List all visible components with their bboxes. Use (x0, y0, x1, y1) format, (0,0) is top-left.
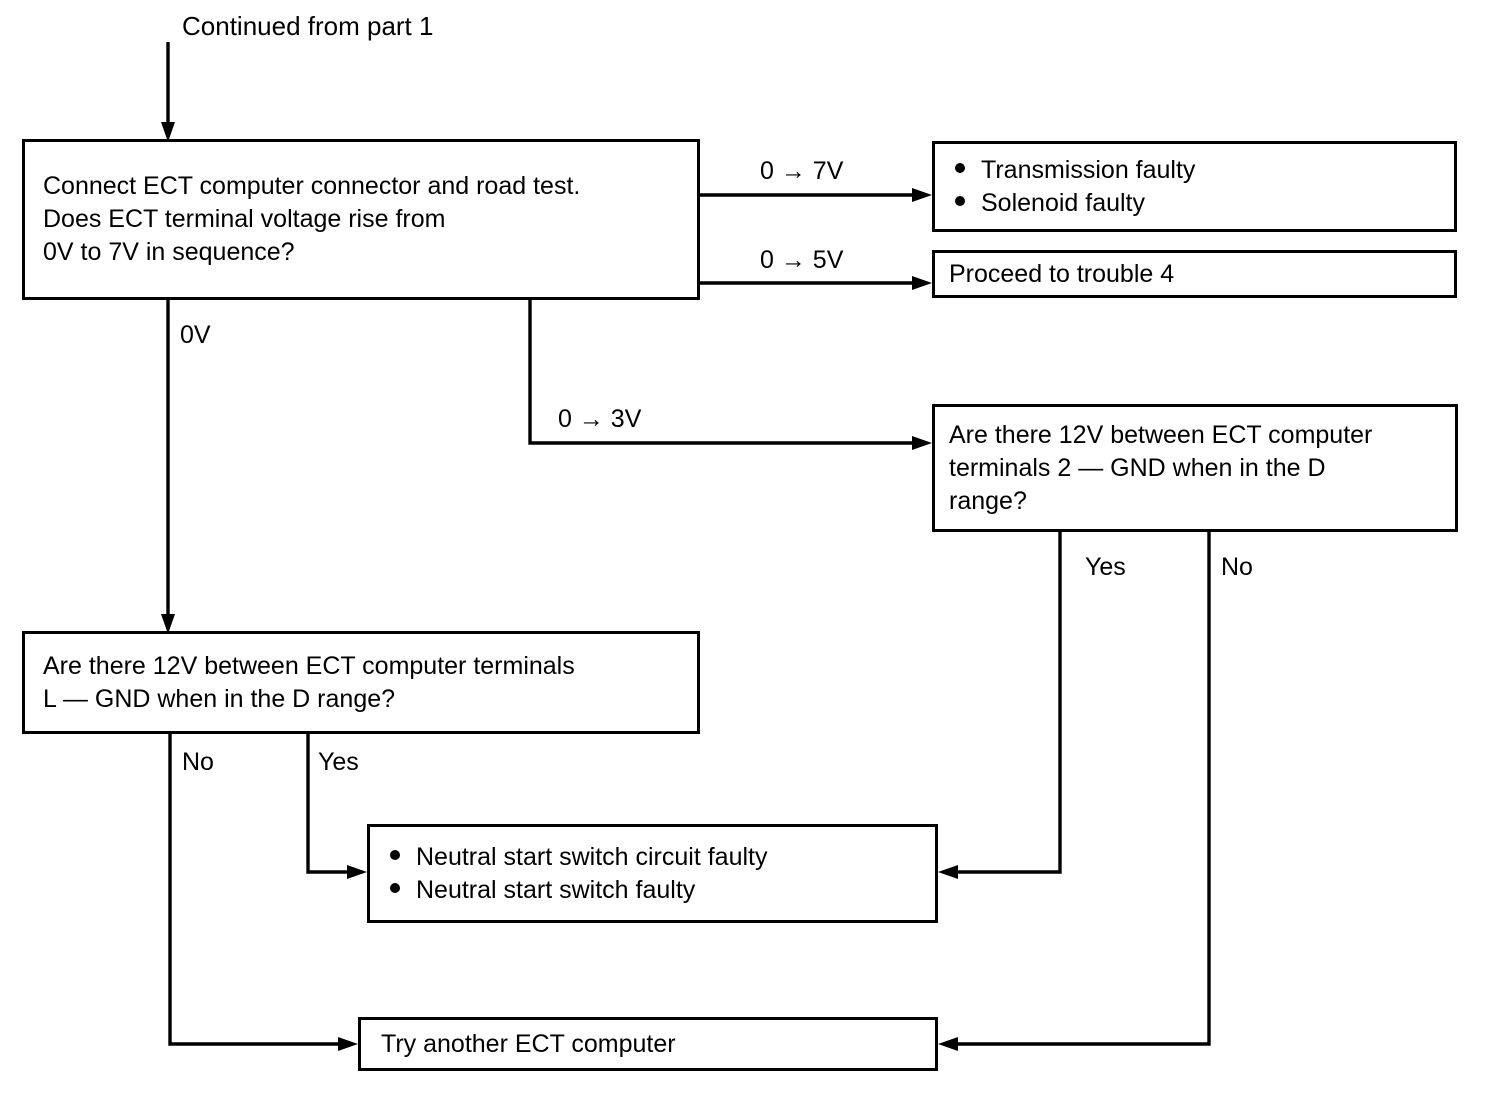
edge-label-tl-no: No (182, 748, 214, 776)
node-result-try-another-computer[interactable]: Try another ECT computer (358, 1017, 938, 1071)
node-line: L — GND when in the D range? (43, 684, 396, 713)
edge-label-0v: 0V (180, 321, 211, 349)
node-line: Are there 12V between ECT computer termi… (43, 651, 575, 680)
node-line: Connect ECT computer connector and road … (43, 172, 581, 200)
edge-label-continued: Continued from part 1 (182, 11, 434, 41)
node-line: Proceed to trouble 4 (949, 259, 1175, 288)
node-line: 0V to 7V in sequence? (43, 238, 295, 266)
bullet-icon (955, 195, 965, 206)
bullet-icon (955, 162, 965, 173)
node-line: range? (949, 486, 1027, 515)
node-question-road-test[interactable]: Connect ECT computer connector and road … (22, 139, 700, 300)
bullet-icon (390, 849, 400, 860)
node-line: Are there 12V between ECT computer (949, 420, 1373, 449)
node-line: terminals 2 — GND when in the D (949, 453, 1326, 482)
arrowhead-3v (912, 436, 932, 450)
edge-label-t2-no: No (1221, 553, 1253, 581)
node-bullet-item: Neutral start switch faulty (370, 874, 935, 907)
wire-t2-yes (948, 532, 1062, 874)
edge-label-t2-yes: Yes (1085, 553, 1126, 581)
node-bullet-text: Transmission faulty (981, 155, 1196, 184)
edge-label-5v: 0 → 5V (760, 246, 844, 274)
node-line: Does ECT terminal voltage rise from (43, 205, 446, 233)
node-bullet-item: Solenoid faulty (935, 187, 1454, 220)
node-result-neutral-start-switch[interactable]: Neutral start switch circuit faulty Neut… (367, 824, 938, 923)
wire-tl-no (168, 734, 348, 1046)
bullet-icon (390, 882, 400, 893)
node-bullet-text: Neutral start switch faulty (416, 875, 696, 904)
node-result-transmission-faulty[interactable]: Transmission faulty Solenoid faulty (932, 141, 1457, 232)
node-result-proceed-trouble-4[interactable]: Proceed to trouble 4 (932, 250, 1457, 298)
node-bullet-text: Neutral start switch circuit faulty (416, 842, 768, 871)
arrowhead-tl-yes (347, 865, 367, 879)
node-line: Try another ECT computer (381, 1029, 676, 1058)
node-bullet-item: Neutral start switch circuit faulty (370, 841, 935, 874)
edge-label-7v: 0 → 7V (760, 157, 844, 185)
wire-t2-no (948, 532, 1211, 1046)
node-bullet-text: Solenoid faulty (981, 188, 1146, 217)
edge-label-tl-yes: Yes (318, 748, 359, 776)
node-question-terminal-l[interactable]: Are there 12V between ECT computer termi… (22, 631, 700, 734)
arrowhead-7v (912, 188, 932, 202)
arrowhead-t2-no (938, 1037, 958, 1051)
arrowhead-tl-no (338, 1037, 358, 1051)
node-bullet-item: Transmission faulty (935, 154, 1454, 187)
node-question-terminal-2[interactable]: Are there 12V between ECT computer termi… (932, 404, 1458, 532)
arrowhead-t2-yes (938, 865, 958, 879)
edge-label-3v: 0 → 3V (558, 405, 642, 433)
arrowhead-5v (912, 276, 932, 290)
